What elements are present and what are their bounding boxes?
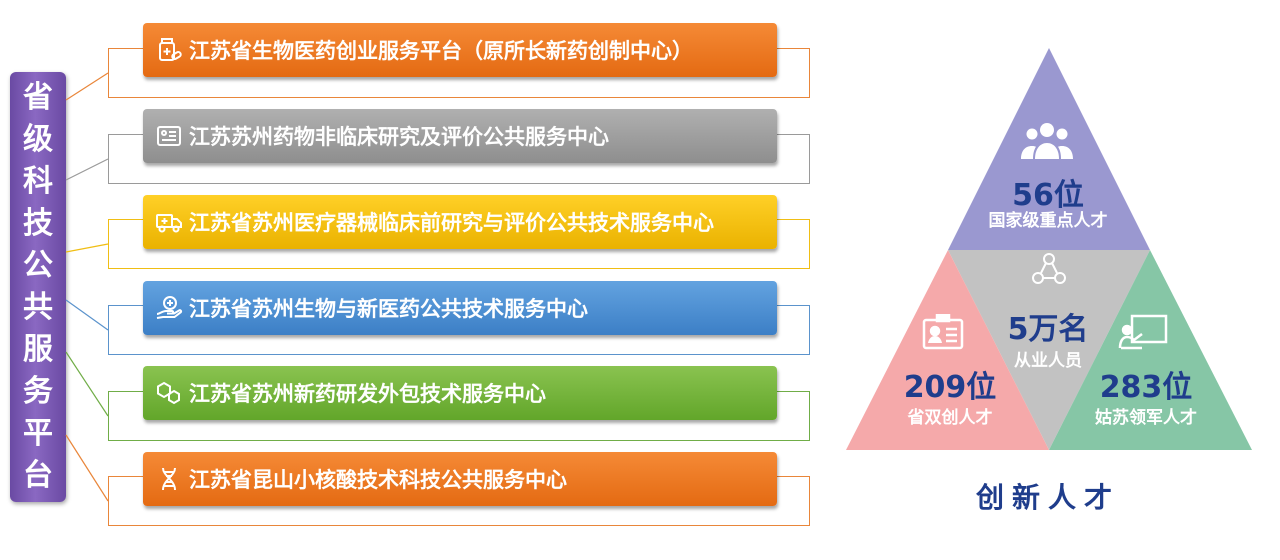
platform-bar-5: 江苏省苏州新药研发外包技术服务中心 [143, 366, 777, 420]
platform-label-5: 江苏省苏州新药研发外包技术服务中心 [189, 382, 546, 406]
platform-bar-6: 江苏省昆山小核酸技术科技公共服务中心 [143, 452, 777, 506]
center-label: 从业人员 [1014, 351, 1082, 371]
hand-medical-icon [155, 294, 183, 322]
network-icon [1032, 252, 1066, 286]
platform-bar-2: 江苏苏州药物非临床研究及评价公共服务中心 [143, 109, 777, 163]
dna-icon [155, 465, 183, 493]
platform-label-1: 江苏省生物医药创业服务平台（原所长新药创制中心） [189, 39, 693, 63]
right-label: 姑苏领军人才 [1095, 408, 1197, 428]
platform-bar-4: 江苏省苏州生物与新医药公共技术服务中心 [143, 281, 777, 335]
pyramid-right-triangle [1049, 250, 1252, 450]
left-value: 209位 [903, 370, 997, 405]
footer-title: 创新人才 [975, 481, 1120, 514]
connector-line-3 [65, 243, 109, 253]
platform-label-6: 江苏省昆山小核酸技术科技公共服务中心 [189, 468, 567, 492]
presentation-icon [1118, 314, 1170, 350]
right-value: 283位 [1099, 370, 1193, 405]
left-label: 省双创人才 [907, 408, 993, 428]
connector-line-1 [65, 72, 109, 101]
connector-line-5 [65, 351, 109, 417]
group-icon [1019, 121, 1075, 161]
platform-label-2: 江苏苏州药物非临床研究及评价公共服务中心 [189, 125, 609, 149]
connector-line-4 [65, 299, 109, 331]
platform-label-3: 江苏省苏州医疗器械临床前研究与评价公共技术服务中心 [189, 211, 714, 235]
pyramid-left-triangle [846, 250, 1049, 450]
pyramid-center-triangle [948, 250, 1150, 450]
vertical-title-bar: 省级科技公共服务平台 [10, 72, 66, 502]
platform-bar-1: 江苏省生物医药创业服务平台（原所长新药创制中心） [143, 23, 777, 77]
ambulance-icon [155, 208, 183, 236]
top-label: 国家级重点人才 [988, 211, 1108, 231]
molecule-icon [155, 379, 183, 407]
connector-lines [65, 72, 109, 502]
center-value: 5万名 [1007, 312, 1089, 347]
connector-line-2 [65, 158, 109, 181]
id-card-icon [155, 122, 183, 150]
platform-bar-3: 江苏省苏州医疗器械临床前研究与评价公共技术服务中心 [143, 195, 777, 249]
medicine-bottle-icon [155, 36, 183, 64]
vertical-title: 省级科技公共服务平台 [23, 80, 53, 493]
top-value: 56位 [1012, 178, 1084, 213]
platform-label-4: 江苏省苏州生物与新医药公共技术服务中心 [189, 297, 588, 321]
connector-line-6 [65, 434, 109, 502]
badge-icon [922, 314, 964, 350]
